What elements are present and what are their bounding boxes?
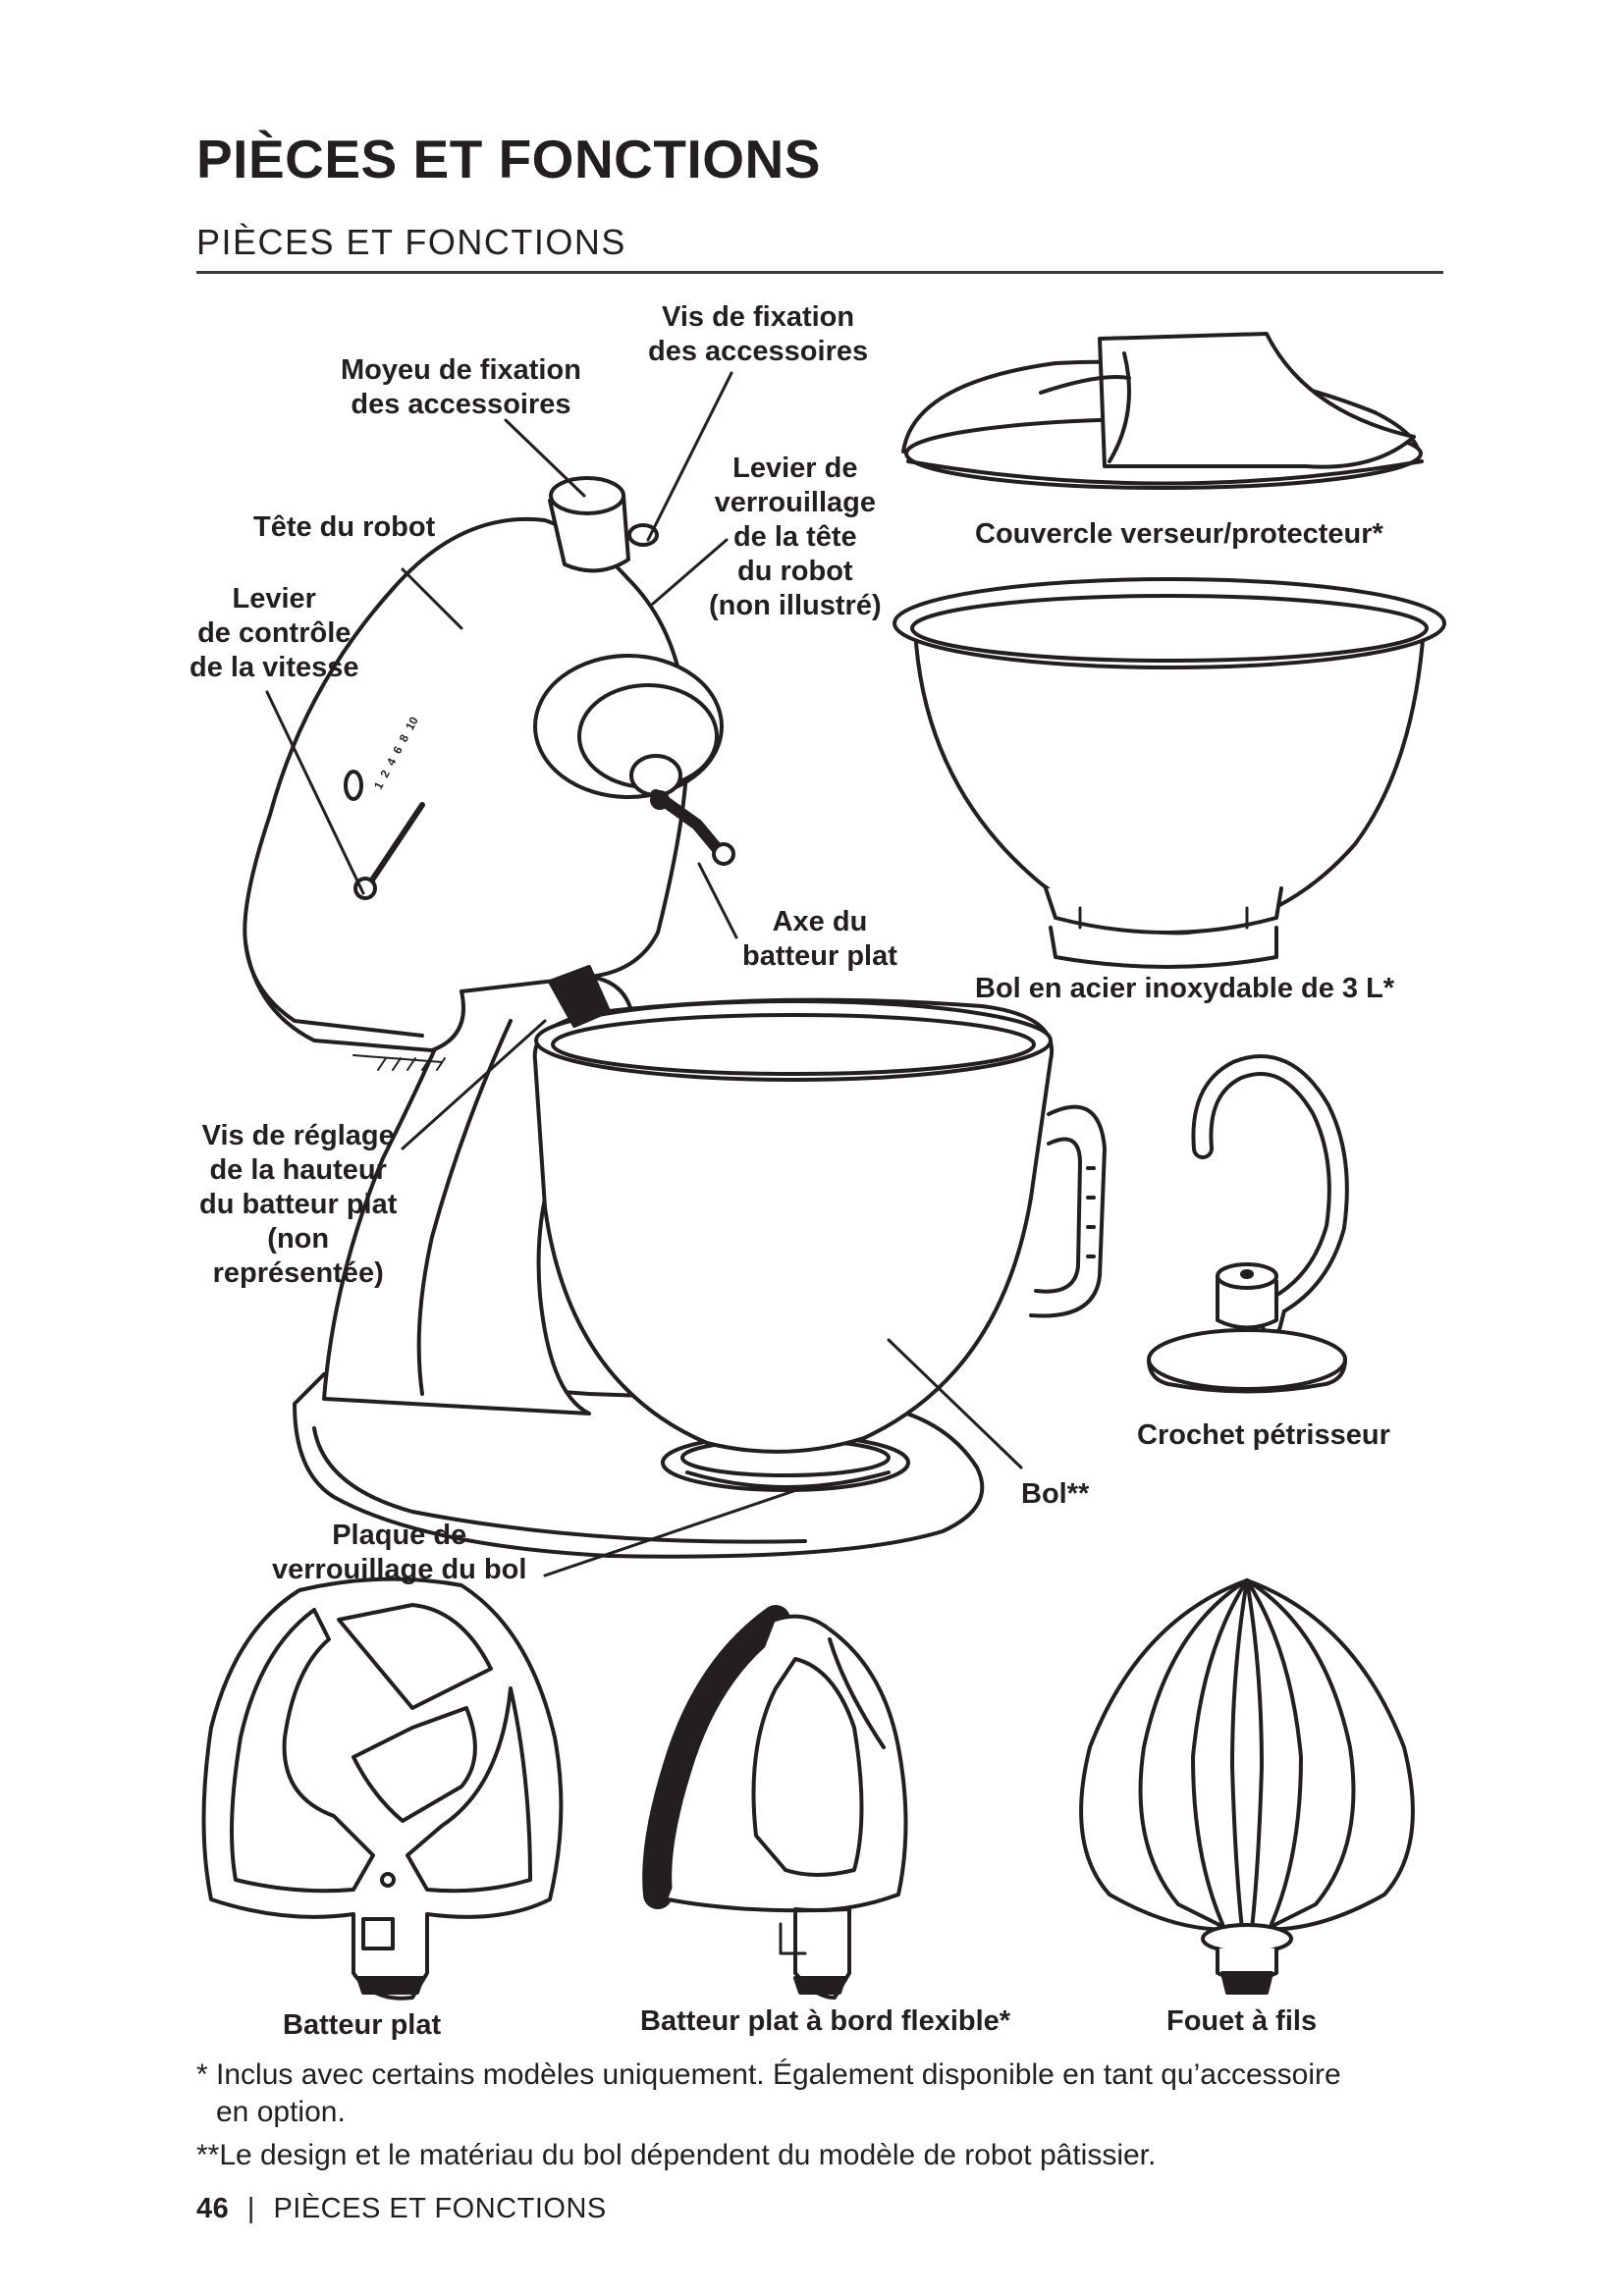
label-dough-hook: Crochet pétrisseur (1137, 1418, 1390, 1453)
label-line: Bol** (1021, 1478, 1090, 1510)
leader-lines (265, 371, 1023, 1577)
label-line: verrouillage du bol (272, 1554, 527, 1585)
label-flat-beater: Batteur plat (283, 2008, 441, 2043)
label-line: des accessoires (648, 336, 869, 367)
label-line: Crochet pétrisseur (1137, 1419, 1390, 1451)
label-attachment-hub: Moyeu de fixation des accessoires (341, 353, 581, 422)
page-number: 46 (196, 2193, 230, 2224)
footer-separator: | (246, 2193, 255, 2224)
flat-beater-illustration (201, 1576, 564, 2001)
dough-hook-illustration (1147, 1054, 1349, 1394)
footnote-2: **Le design et le matériau du bol dépend… (196, 2139, 1157, 2171)
label-stainless-bowl: Bol en acier inoxydable de 3 L* (975, 972, 1394, 1006)
label-line: du batteur plat (199, 1189, 398, 1220)
label-beater-shaft: Axe du batteur plat (742, 905, 897, 974)
label-line: Batteur plat à bord flexible* (640, 2005, 1011, 2037)
section-subtitle: PIÈCES ET FONCTIONS (196, 222, 626, 262)
label-line: Vis de réglage (201, 1120, 395, 1151)
footer-section: PIÈCES ET FONCTIONS (273, 2193, 607, 2224)
label-speed-control-lever: Levier de contrôle de la vitesse (189, 582, 359, 685)
label-motor-head: Tête du robot (253, 510, 435, 545)
label-line: de la hauteur (209, 1154, 387, 1186)
label-line: de contrôle (197, 617, 352, 649)
label-height-adjust-screw: Vis de réglage de la hauteur du batteur … (199, 1119, 397, 1291)
label-bowl-clamp-plate: Plaque de verrouillage du bol (272, 1519, 526, 1587)
stand-mixer-illustration (243, 476, 1107, 1559)
label-line: Vis de fixation (662, 301, 855, 333)
label-line: Moyeu de fixation (341, 354, 581, 386)
bowl-handle (1029, 1104, 1107, 1318)
label-line: de la tête (732, 521, 857, 553)
label-pour-shield: Couvercle verseur/protecteur* (975, 517, 1383, 552)
page-title: PIÈCES ET FONCTIONS (196, 129, 821, 189)
stainless-bowl-illustration (893, 577, 1446, 969)
label-line: Fouet à fils (1166, 2005, 1318, 2037)
label-line: (non (267, 1223, 330, 1255)
label-line: Tête du robot (253, 511, 436, 543)
pour-spout (1098, 332, 1416, 469)
footnote-line: en option. (216, 2096, 346, 2128)
label-head-lock-lever: Levier de verrouillage de la tête du rob… (709, 452, 882, 623)
attachment-hub (548, 494, 630, 573)
label-attachment-knob: Vis de fixation des accessoires (648, 300, 868, 369)
label-line: Axe du (772, 906, 868, 937)
label-line: Bol en acier inoxydable de 3 L* (975, 973, 1395, 1004)
label-line: Couvercle verseur/protecteur* (975, 518, 1383, 550)
label-line: Levier (232, 583, 316, 614)
label-line: verrouillage (714, 487, 876, 518)
label-line: (non illustré) (709, 590, 882, 621)
label-wire-whip: Fouet à fils (1166, 2004, 1317, 2039)
footnote-line: * Inclus avec certains modèles uniquemen… (196, 2058, 1341, 2091)
label-line: de la vitesse (189, 652, 359, 683)
label-line: représentée) (212, 1257, 384, 1289)
label-flex-edge-beater: Batteur plat à bord flexible* (640, 2004, 1010, 2039)
page-footer: 46 | PIÈCES ET FONCTIONS (196, 2193, 607, 2225)
label-line: Batteur plat (283, 2009, 442, 2041)
label-line: Plaque de (332, 1520, 467, 1551)
label-bowl: Bol** (1021, 1477, 1089, 1512)
header-rule (196, 271, 1443, 274)
flex-edge-beater-illustration (642, 1605, 908, 2000)
label-line: des accessoires (351, 389, 571, 420)
pour-shield-illustration (901, 332, 1424, 490)
label-line: batteur plat (742, 940, 897, 972)
wire-whip-illustration (1079, 1578, 1415, 1995)
footnote-1: * Inclus avec certains modèles uniquemen… (196, 2056, 1341, 2131)
label-line: du robot (737, 556, 853, 587)
label-line: Levier de (732, 453, 858, 484)
